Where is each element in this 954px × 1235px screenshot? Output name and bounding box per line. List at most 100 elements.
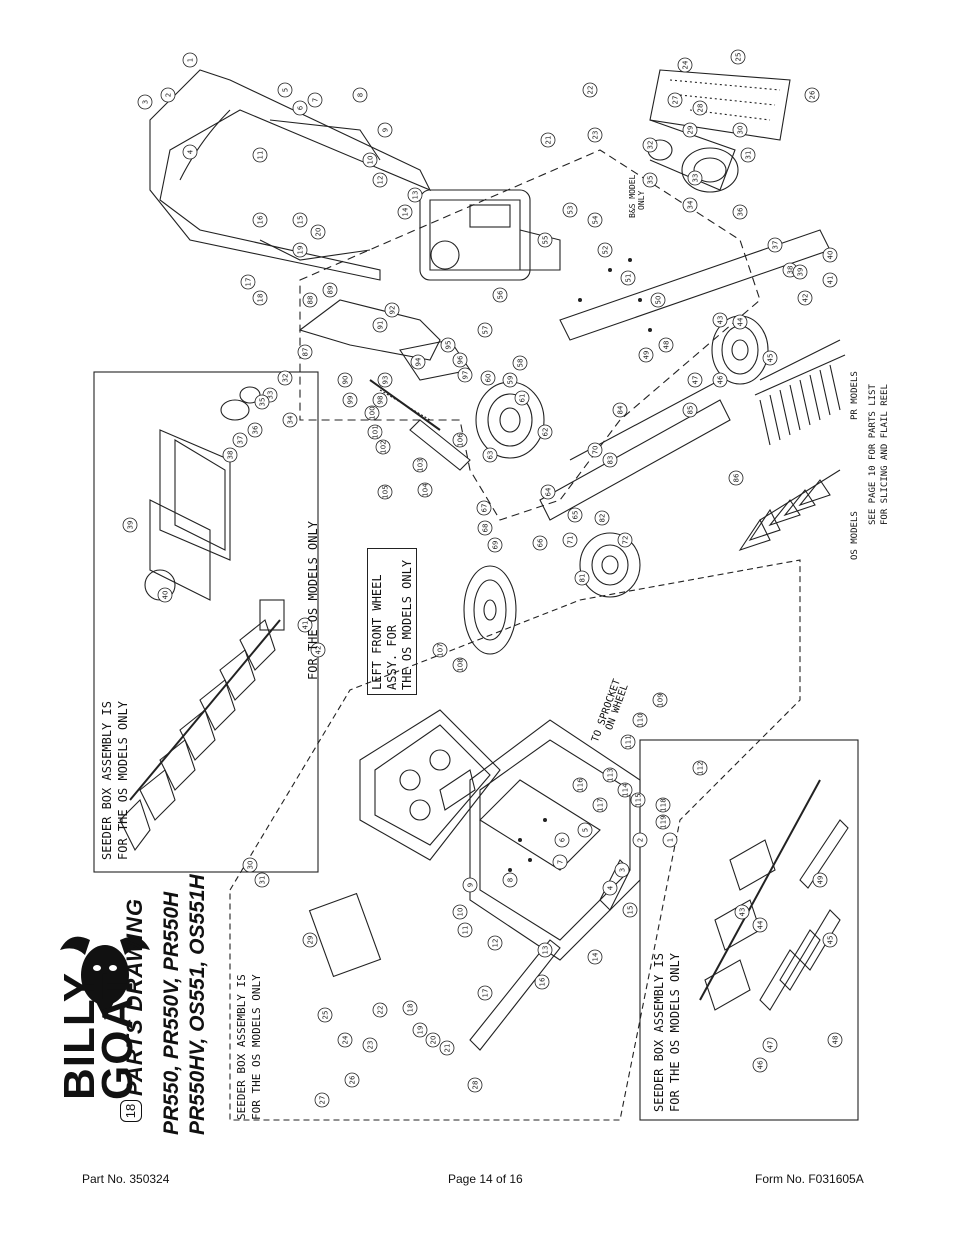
- callout-number: 66: [537, 538, 545, 547]
- callout-number: 48: [663, 341, 671, 350]
- callout-number: 62: [542, 428, 550, 437]
- callout-number: 3: [619, 868, 627, 872]
- note-seeder-mid-1: SEEDER BOX ASSEMBLY IS: [235, 974, 248, 1120]
- seeder-box-outline: [229, 559, 801, 1121]
- callout-number: 54: [592, 215, 600, 224]
- callout-number: 43: [717, 316, 725, 325]
- callout-number: 44: [737, 317, 745, 326]
- note-see-page-1: SEE PAGE 10 FOR PARTS LIST: [868, 384, 878, 525]
- callout-number: 82: [599, 514, 607, 523]
- callout-number: 72: [622, 536, 630, 545]
- callout-number: 24: [682, 60, 690, 69]
- callout-number: 46: [717, 375, 725, 384]
- callout-number: 81: [579, 574, 587, 583]
- callout-number: 106: [457, 433, 465, 447]
- frame-outline: [299, 149, 761, 521]
- callout-number: 14: [592, 952, 600, 961]
- callout-number: 58: [517, 359, 525, 368]
- callout-number: 33: [692, 174, 700, 183]
- callout-number: 95: [445, 341, 453, 350]
- wheel-left: [475, 381, 545, 459]
- callout-number: 33: [267, 391, 275, 400]
- goat-head-icon: [60, 936, 150, 1020]
- callout-number: 25: [322, 1011, 330, 1020]
- callout-number: 17: [245, 278, 253, 287]
- callout-number: 44: [757, 920, 765, 929]
- callout-number: 57: [482, 326, 490, 335]
- note-see-page-2: FOR SLICING AND FLAIL REEL: [880, 384, 890, 525]
- slicing-reel-os: [738, 469, 841, 552]
- callout-number: 19: [297, 246, 305, 255]
- callout-number: 37: [772, 241, 780, 250]
- seeder-lid: [359, 709, 501, 861]
- callout-number: 93: [382, 376, 390, 385]
- wheel-front-left: [579, 532, 641, 598]
- callout-number: 87: [302, 348, 310, 357]
- callout-number: 21: [444, 1044, 452, 1053]
- callout-number: 113: [607, 768, 615, 781]
- callout-number: 56: [497, 290, 505, 299]
- callout-number: 12: [492, 939, 500, 948]
- note-seeder-bottom-2: FOR THE OS MODELS ONLY: [668, 953, 682, 1112]
- note-seeder-bottom-1: SEEDER BOX ASSEMBLY IS: [652, 953, 666, 1112]
- callout-number: 47: [692, 376, 700, 385]
- callout-number: 119: [660, 815, 668, 828]
- callout-number: 50: [655, 296, 663, 305]
- callout-number: 30: [247, 861, 255, 870]
- note-os-models: OS MODELS: [850, 511, 860, 560]
- callout-number: 22: [587, 86, 595, 95]
- callout-number: 10: [457, 908, 465, 917]
- callout-number: 20: [430, 1036, 438, 1045]
- callout-number: 34: [287, 415, 295, 424]
- seeder-shaft: [469, 939, 561, 1051]
- callout-number: 11: [462, 926, 470, 935]
- callout-number: 63: [487, 451, 495, 460]
- callout-number: 12: [377, 176, 385, 185]
- callout-number: 69: [492, 541, 500, 550]
- callout-number: 13: [542, 946, 550, 955]
- note-for-os-only: FOR THE OS MODELS ONLY: [306, 521, 320, 680]
- callout-number: 2: [637, 838, 645, 842]
- callout-number: 19: [417, 1026, 425, 1035]
- callout-number: 47: [767, 1041, 775, 1050]
- footer-page: Page 14 of 16: [448, 1172, 523, 1186]
- callout-number: 15: [297, 216, 305, 225]
- reel-bottom-inset: [699, 779, 849, 1011]
- callout-number: 108: [457, 658, 465, 671]
- callout-number: 100: [369, 406, 377, 419]
- callout-number: 41: [827, 276, 835, 285]
- pulley-large: [681, 147, 739, 193]
- callout-number: 8: [507, 878, 515, 882]
- note-seeder-top-2: FOR THE OS MODELS ONLY: [116, 701, 130, 860]
- callout-number: 25: [735, 53, 743, 62]
- callout-number: 36: [252, 425, 260, 434]
- callout-number: 39: [797, 268, 805, 277]
- callout-number: 23: [592, 131, 600, 140]
- callout-number: 9: [382, 128, 390, 132]
- note-seeder-top-1: SEEDER BOX ASSEMBLY IS: [100, 701, 114, 860]
- callout-number: 49: [817, 876, 825, 885]
- callout-number: 45: [767, 354, 775, 363]
- callout-number: 84: [617, 405, 625, 414]
- callout-number: 43: [739, 908, 747, 917]
- callout-number: 14: [402, 207, 410, 216]
- handle: [149, 69, 432, 281]
- flail-reel-pr: [754, 339, 846, 446]
- callout-number: 7: [312, 98, 320, 102]
- note-bs-model-2: ONLY: [637, 190, 646, 210]
- callout-number: 7: [557, 860, 565, 864]
- callout-number: 85: [687, 406, 695, 415]
- callout-number: 117: [597, 798, 605, 811]
- callout-number: 89: [327, 286, 335, 295]
- callout-number: 9: [467, 883, 475, 887]
- callout-number: 118: [660, 798, 668, 811]
- callout-number: 35: [647, 176, 655, 185]
- callout-number: 64: [545, 487, 553, 496]
- callout-number: 1: [187, 58, 195, 62]
- callouts: 1234567891011121314151617181920212223242…: [122, 49, 843, 1108]
- callout-number: 42: [802, 294, 810, 303]
- seeder-inset-frame-top: [93, 371, 319, 873]
- callout-number: 110: [637, 713, 645, 726]
- callout-number: 4: [187, 149, 195, 154]
